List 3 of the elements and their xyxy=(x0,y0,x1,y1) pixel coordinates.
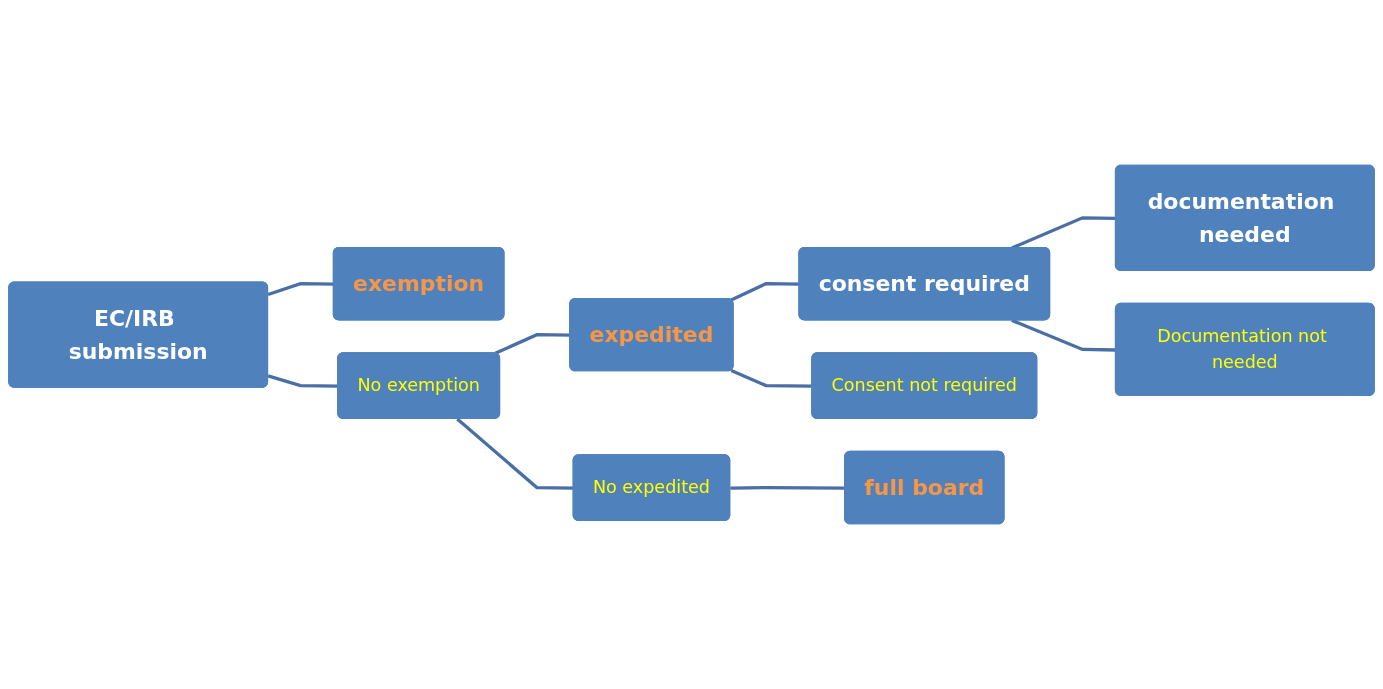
connector xyxy=(456,417,574,490)
connector xyxy=(267,282,334,297)
connector xyxy=(1011,318,1116,352)
